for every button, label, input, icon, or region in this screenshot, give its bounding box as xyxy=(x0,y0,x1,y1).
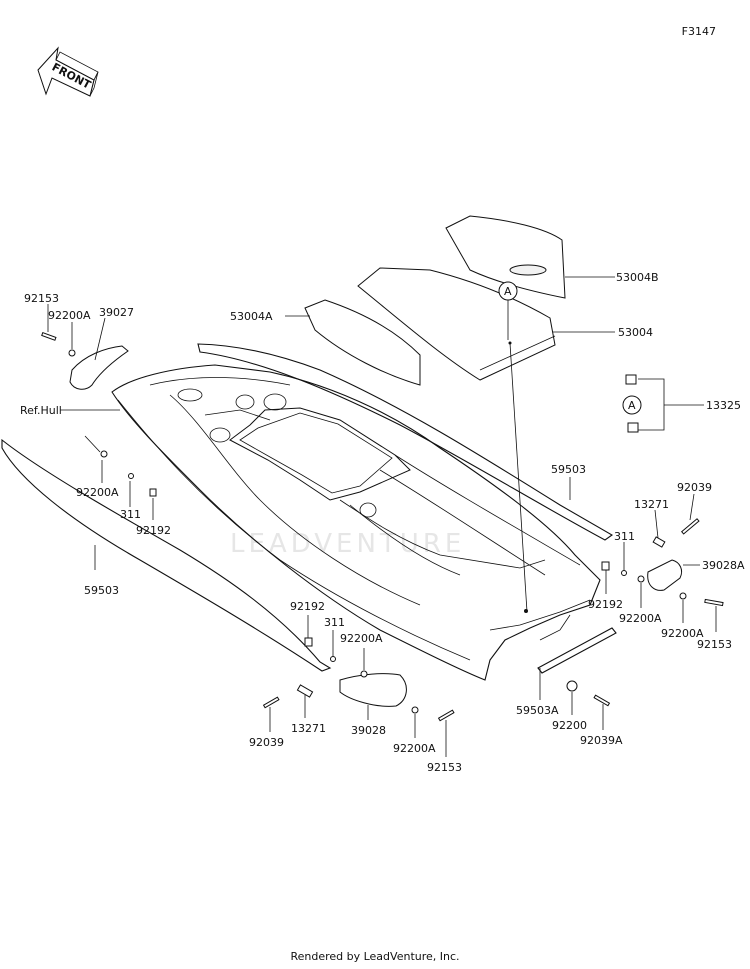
bracket-39028A xyxy=(647,559,683,591)
view-marker-A-upper: A xyxy=(498,281,528,613)
label-92039-a: 92039 xyxy=(677,481,712,494)
label-59503A: 59503A xyxy=(516,704,559,717)
label-92200A-f: 92200A xyxy=(393,742,436,755)
figure-number: F3147 xyxy=(681,25,716,38)
label-92153-b: 92153 xyxy=(697,638,732,651)
label-92153-c: 92153 xyxy=(427,761,462,774)
label-92200: 92200 xyxy=(552,719,587,732)
front-arrow-icon: FRONT xyxy=(37,46,99,97)
svg-text:A: A xyxy=(628,399,636,412)
label-39027: 39027 xyxy=(99,306,134,319)
label-92200A-d: 92200A xyxy=(661,627,704,640)
label-311-a: 311 xyxy=(120,508,141,521)
label-92200A-b: 92200A xyxy=(76,486,119,499)
hull-body xyxy=(111,364,601,681)
label-59503-b: 59503 xyxy=(84,584,119,597)
label-311-b: 311 xyxy=(614,530,635,543)
bracket-39027 xyxy=(69,345,129,390)
label-92153-a: 92153 xyxy=(24,292,59,305)
label-39028: 39028 xyxy=(351,724,386,737)
leader-lines xyxy=(47,276,717,757)
label-13271-b: 13271 xyxy=(291,722,326,735)
label-92200A-c: 92200A xyxy=(619,612,662,625)
rub-rail-59503-upper xyxy=(197,343,614,541)
footer-credit: Rendered by LeadVenture, Inc. xyxy=(290,950,460,963)
label-39028A: 39028A xyxy=(702,559,745,572)
label-13271-a: 13271 xyxy=(634,498,669,511)
rail-59503A xyxy=(537,627,617,674)
label-59503-a: 59503 xyxy=(551,463,586,476)
label-311-c: 311 xyxy=(324,616,345,629)
mat-53004A xyxy=(304,299,421,386)
mat-53004B xyxy=(445,215,566,299)
label-ref-hull: Ref.Hull xyxy=(20,404,62,417)
label-92039A: 92039A xyxy=(580,734,623,747)
label-92200A-a: 92200A xyxy=(48,309,91,322)
rub-rail-59503-lower xyxy=(1,438,332,672)
view-marker-A-right: A xyxy=(622,378,704,431)
svg-text:A: A xyxy=(504,285,512,298)
label-53004A: 53004A xyxy=(230,310,273,323)
label-92192-c: 92192 xyxy=(290,600,325,613)
hardware xyxy=(41,332,724,722)
label-53004B: 53004B xyxy=(616,271,659,284)
label-53004: 53004 xyxy=(618,326,653,339)
label-92039-b: 92039 xyxy=(249,736,284,749)
watermark: LEADVENTURE xyxy=(230,529,465,559)
part-labels: 53004B 53004A 53004 13325 92153 92200A 3… xyxy=(20,271,745,774)
label-13325: 13325 xyxy=(706,399,741,412)
label-92192-b: 92192 xyxy=(588,598,623,611)
bracket-39028 xyxy=(339,673,407,707)
label-92192-a: 92192 xyxy=(136,524,171,537)
label-92200A-e: 92200A xyxy=(340,632,383,645)
